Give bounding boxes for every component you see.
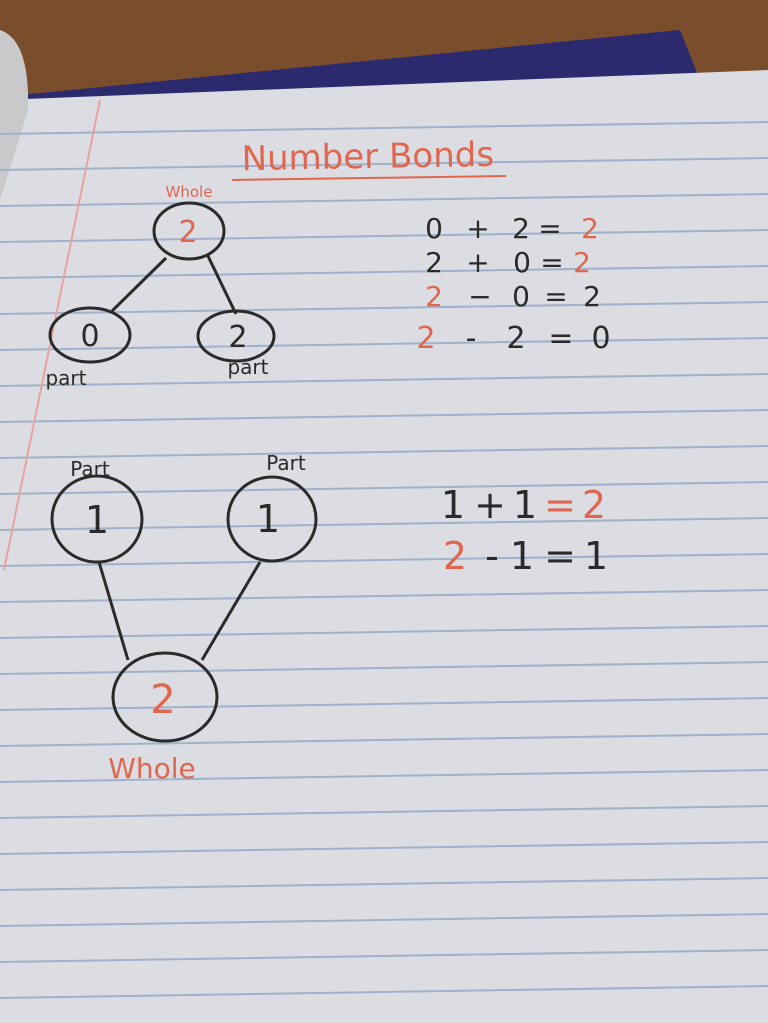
title-underline	[231, 175, 507, 181]
ruled-line	[0, 337, 768, 351]
bond-connector	[97, 561, 130, 661]
equation-equals: =	[538, 212, 561, 245]
equation-term: 2	[425, 280, 443, 313]
part-circle	[48, 306, 132, 364]
equation-term: 1	[510, 534, 534, 578]
part-value: 1	[256, 497, 280, 541]
equation-term: 2	[416, 321, 435, 356]
ruled-line	[0, 553, 768, 567]
whole-value: 2	[178, 215, 197, 250]
equation-operator: +	[466, 246, 489, 279]
equation-row: 2 + 0 = 2	[425, 246, 591, 279]
ruled-line	[0, 193, 768, 207]
equation-row: 1 + 1 = 2	[441, 483, 606, 527]
equation-equals: =	[544, 483, 576, 527]
equation-term: 1	[513, 483, 537, 527]
number-bond-bottom: Part 1 Part 1 2 Whole	[50, 451, 318, 785]
equation-result: 1	[584, 534, 608, 578]
ruled-line	[0, 913, 768, 927]
equation-equals: =	[544, 280, 567, 313]
equation-result: 2	[573, 246, 591, 279]
whole-label: Whole	[166, 183, 213, 201]
ruled-line	[0, 661, 768, 675]
page-title: Number Bonds	[241, 135, 494, 179]
equation-result: 2	[583, 280, 601, 313]
equation-result: 2	[582, 483, 606, 527]
equation-term: 0	[425, 212, 443, 245]
number-bond-top: Whole 2 0 part 2 part	[45, 183, 276, 390]
equation-term: 2	[443, 534, 467, 578]
ruled-line	[0, 445, 768, 459]
whole-circle	[111, 651, 219, 743]
ruled-line	[0, 373, 768, 387]
notebook-page	[0, 70, 768, 1023]
ruled-line	[0, 805, 768, 819]
part-label: Part	[266, 451, 306, 475]
part-label: part	[45, 366, 86, 390]
equation-operator: +	[466, 212, 489, 245]
ruled-line	[0, 481, 768, 495]
equation-operator: -	[485, 534, 499, 578]
ruled-line	[0, 229, 768, 243]
equation-result: 2	[581, 212, 599, 245]
ruled-line	[0, 157, 768, 171]
equation-operator: -	[466, 321, 477, 356]
equation-term: 1	[441, 483, 465, 527]
equation-result: 0	[591, 321, 610, 356]
page-curl	[0, 30, 29, 200]
whole-label: Whole	[108, 752, 196, 785]
equation-term: 0	[513, 246, 531, 279]
ruled-line	[0, 121, 768, 135]
ruled-line	[0, 589, 768, 603]
equation-row: 2 − 0 = 2	[425, 280, 601, 313]
equation-term: 2	[512, 212, 530, 245]
margin-line	[3, 99, 101, 571]
ruled-line	[0, 625, 768, 639]
ruled-line	[0, 733, 768, 747]
ruled-line	[0, 301, 768, 315]
ruled-line	[0, 769, 768, 783]
ruled-line	[0, 265, 768, 279]
equation-operator: −	[468, 280, 491, 313]
equations-bottom: 1 + 1 = 2 2 - 1 = 1	[441, 483, 608, 578]
part-label: part	[227, 355, 268, 379]
equation-operator: +	[474, 483, 506, 527]
part-value: 0	[80, 319, 99, 354]
whole-value: 2	[150, 677, 175, 723]
part-circle	[226, 475, 318, 563]
ruled-line	[0, 949, 768, 963]
equation-term: 2	[506, 321, 525, 356]
ruled-line	[0, 697, 768, 711]
equations-top: 0 + 2 = 2 2 + 0 = 2 2 − 0 = 2 2 - 2 = 0	[416, 212, 610, 356]
ruled-lines	[0, 121, 768, 999]
equation-row: 0 + 2 = 2	[425, 212, 599, 245]
ruled-line	[0, 409, 768, 423]
ruled-line	[0, 517, 768, 531]
bond-connector	[200, 561, 262, 661]
part-circle	[196, 309, 276, 363]
equation-term: 2	[425, 246, 443, 279]
bond-connector	[110, 256, 168, 313]
bond-connector	[205, 253, 238, 315]
equation-term: 0	[512, 280, 530, 313]
part-circle	[50, 474, 144, 564]
part-value: 1	[85, 498, 109, 542]
equation-row: 2 - 2 = 0	[416, 321, 610, 356]
blue-folder	[20, 30, 700, 110]
equation-equals: =	[540, 246, 563, 279]
part-value: 2	[228, 320, 247, 355]
ruled-line	[0, 985, 768, 999]
ruled-line	[0, 877, 768, 891]
equation-row: 2 - 1 = 1	[443, 534, 608, 578]
ruled-line	[0, 841, 768, 855]
whole-circle	[152, 201, 226, 261]
equation-equals: =	[544, 534, 576, 578]
equation-equals: =	[548, 321, 573, 356]
